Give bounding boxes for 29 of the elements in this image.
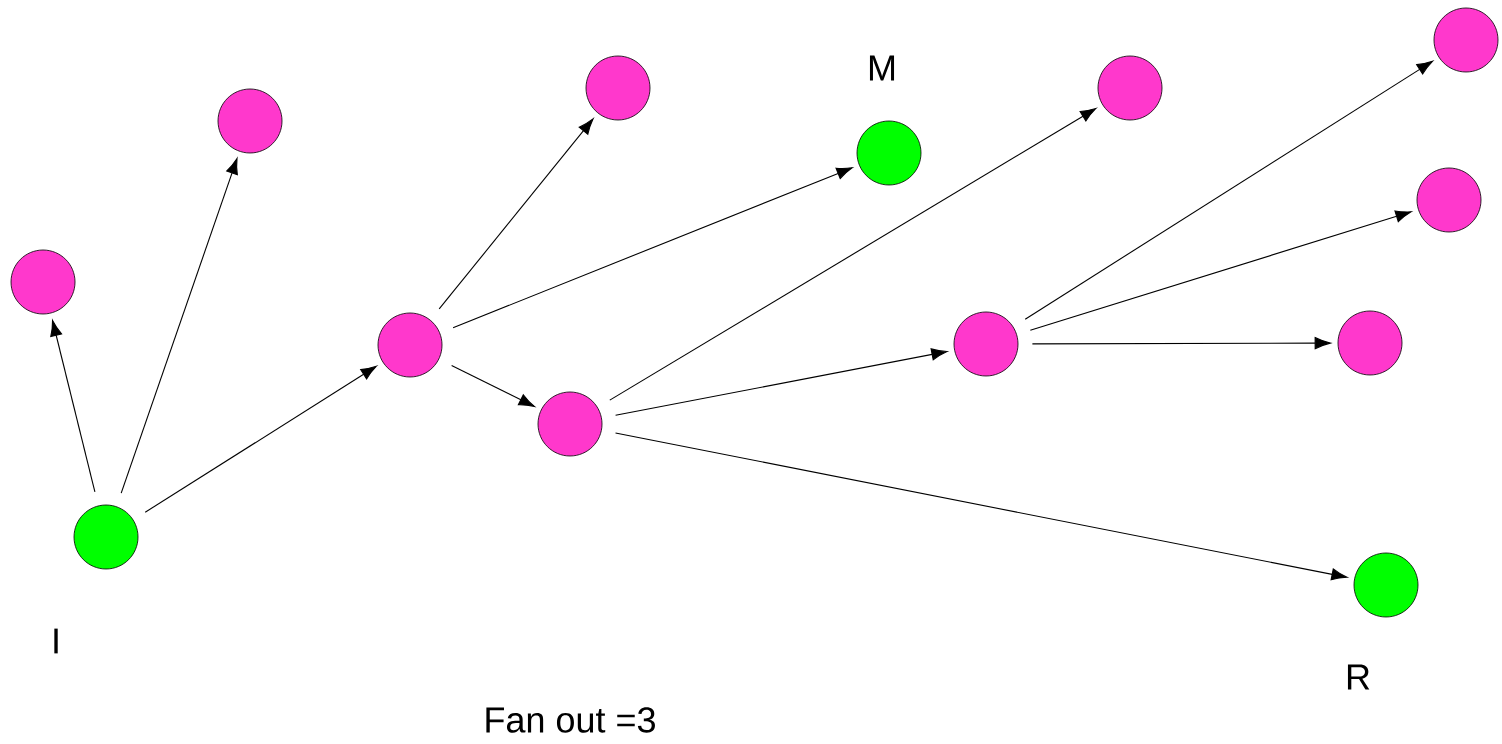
circle-node <box>1097 55 1163 121</box>
node-label: M <box>869 55 895 81</box>
circle-node <box>10 249 76 315</box>
arrow <box>452 167 853 329</box>
arrow <box>144 365 377 513</box>
circle-node <box>217 88 283 154</box>
circle-node <box>537 391 603 457</box>
arrow <box>615 348 948 416</box>
circle-node <box>856 120 922 186</box>
circle-node <box>1353 552 1419 618</box>
arrow <box>1031 337 1331 350</box>
arrow <box>1029 210 1412 331</box>
arrow <box>438 118 594 310</box>
circle-node <box>1337 310 1403 376</box>
circle-node <box>1433 7 1499 73</box>
arrow <box>120 158 238 494</box>
arrow <box>615 432 1348 581</box>
node-label: R <box>1347 664 1370 690</box>
circle-node <box>585 55 651 121</box>
node-label: I <box>54 628 58 654</box>
arrow <box>50 320 96 493</box>
arrow <box>609 107 1097 401</box>
arrow <box>451 365 535 407</box>
circle-node <box>953 311 1019 377</box>
circle-node <box>73 504 139 570</box>
caption-text: Fan out =3 <box>486 707 655 733</box>
circle-node <box>1416 167 1482 233</box>
circle-node <box>377 312 443 378</box>
arrow <box>1024 60 1433 320</box>
